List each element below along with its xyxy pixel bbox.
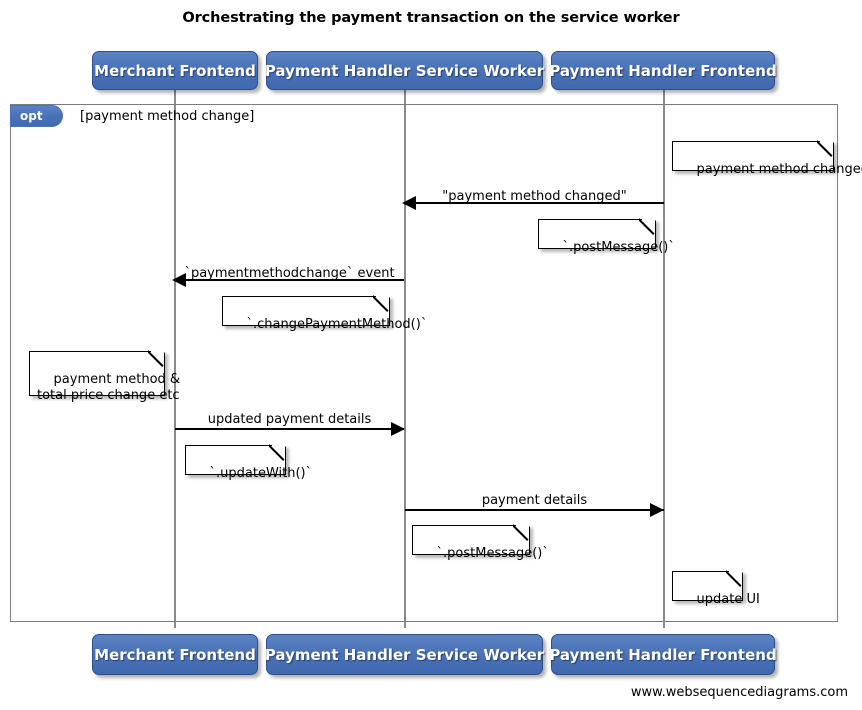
note-post-message-1: `.postMessage()` xyxy=(538,218,675,255)
message-label-payment-method-changed: "payment method changed" xyxy=(442,189,627,204)
message-label-payment-details: payment details xyxy=(481,493,588,508)
participant-bottom-merchant-frontend[interactable]: Merchant Frontend xyxy=(92,634,258,675)
note-change-payment-method: `.changePaymentMethod()` xyxy=(222,295,427,332)
note-text: payment method & total price change etc xyxy=(37,372,181,403)
message-line-updated-payment-details xyxy=(175,428,404,430)
message-label-paymentmethodchange-event: `paymentmethodchange` event xyxy=(184,266,395,281)
note-post-message-2: `.postMessage()` xyxy=(412,524,549,561)
note-text: `.updateWith()` xyxy=(209,466,313,481)
message-line-payment-method-changed xyxy=(405,202,664,204)
footer-attribution: www.websequencediagrams.com xyxy=(630,685,848,700)
message-line-paymentmethodchange-event xyxy=(175,279,404,281)
message-arrowhead-payment-method-changed xyxy=(402,196,416,210)
note-update-ui: update UI xyxy=(672,570,760,607)
note-fold-line-icon xyxy=(726,570,744,588)
lifeline-payment-handler-service-worker xyxy=(404,90,406,628)
page-title: Orchestrating the payment transaction on… xyxy=(182,10,680,26)
lifeline-payment-handler-frontend xyxy=(663,90,665,628)
fragment-opt-guard: [payment method change] xyxy=(80,109,255,124)
note-update-with: `.updateWith()` xyxy=(185,444,312,481)
note-text: `.postMessage()` xyxy=(436,546,549,561)
message-arrowhead-payment-details xyxy=(650,503,664,517)
participant-label: Merchant Frontend xyxy=(94,645,256,664)
participant-bottom-payment-handler-service-worker[interactable]: Payment Handler Service Worker xyxy=(264,634,545,675)
note-fold-line-icon xyxy=(373,295,391,313)
note-fold-line-icon xyxy=(639,218,657,236)
fragment-opt xyxy=(10,104,838,622)
message-line-payment-details xyxy=(405,509,664,511)
note-text: payment method changed xyxy=(696,162,862,177)
note-fold-line-icon xyxy=(817,140,835,158)
note-price-change: payment method & total price change etc xyxy=(29,350,180,403)
lifeline-merchant-frontend xyxy=(174,90,176,628)
participant-label: Payment Handler Service Worker xyxy=(264,645,545,664)
fragment-opt-label: opt xyxy=(10,105,63,127)
note-fold-line-icon xyxy=(269,444,287,462)
note-fold-line-icon xyxy=(513,524,531,542)
note-text: `.postMessage()` xyxy=(562,240,675,255)
participant-label: Payment Handler Service Worker xyxy=(264,61,545,80)
participant-top-merchant-frontend[interactable]: Merchant Frontend xyxy=(92,51,258,90)
participant-label: Payment Handler Frontend xyxy=(549,61,777,80)
participant-label: Payment Handler Frontend xyxy=(549,645,777,664)
participant-top-payment-handler-service-worker[interactable]: Payment Handler Service Worker xyxy=(264,51,545,90)
note-text: `.changePaymentMethod()` xyxy=(246,317,428,332)
message-arrowhead-updated-payment-details xyxy=(391,422,405,436)
note-payment-method-changed: payment method changed xyxy=(672,140,862,177)
note-text: update UI xyxy=(696,592,760,607)
participant-label: Merchant Frontend xyxy=(94,61,256,80)
message-arrowhead-paymentmethodchange-event xyxy=(172,273,186,287)
fragment-opt-label-text: opt xyxy=(20,109,43,123)
note-fold-line-icon xyxy=(148,350,166,368)
participant-bottom-payment-handler-frontend[interactable]: Payment Handler Frontend xyxy=(549,634,777,675)
participant-top-payment-handler-frontend[interactable]: Payment Handler Frontend xyxy=(549,51,777,90)
message-label-updated-payment-details: updated payment details xyxy=(207,412,372,427)
